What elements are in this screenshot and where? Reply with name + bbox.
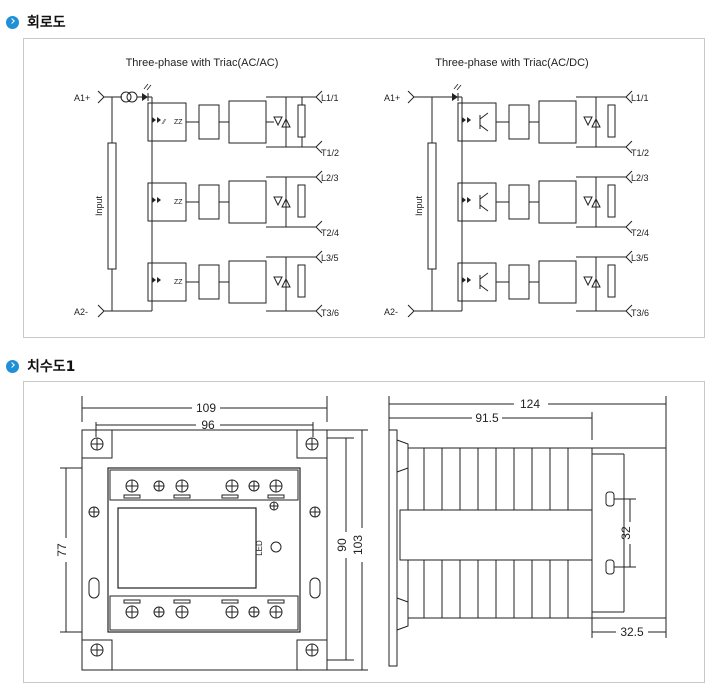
terminal-a2: A2- bbox=[384, 307, 398, 317]
dim-mount: 32 bbox=[619, 526, 633, 540]
section-title-circuit: 회로도 bbox=[6, 12, 66, 32]
terminal-l3: L3/5 bbox=[321, 253, 339, 263]
circuit-diagram-svg: Three-phase with Triac(AC/AC) A1+ Input … bbox=[74, 57, 649, 318]
dim-height-outer: 103 bbox=[351, 535, 365, 555]
dimension-drawing-svg: 109 96 77 90 103 LED bbox=[55, 396, 667, 671]
terminal-t1: T1/2 bbox=[631, 148, 649, 158]
terminal-a1: A1+ bbox=[74, 93, 90, 103]
svg-text:⁄⁄: ⁄⁄ bbox=[161, 119, 167, 126]
terminal-t1: T1/2 bbox=[321, 148, 339, 158]
circuit-ac-ac: Three-phase with Triac(AC/AC) A1+ Input … bbox=[74, 57, 339, 318]
chevron-right-icon bbox=[6, 359, 19, 373]
terminal-a1: A1+ bbox=[384, 93, 400, 103]
circuit-ac-dc: Three-phase with Triac(AC/DC) A1+ Input … bbox=[384, 57, 649, 318]
dim-bottom: 32.5 bbox=[620, 625, 644, 639]
terminal-l1: L1/1 bbox=[321, 93, 339, 103]
terminal-t2: T2/4 bbox=[321, 228, 339, 238]
led-label: LED bbox=[255, 540, 264, 556]
terminal-a2: A2- bbox=[74, 307, 88, 317]
side-view bbox=[388, 396, 667, 667]
front-view bbox=[60, 396, 368, 671]
terminal-l1: L1/1 bbox=[631, 93, 649, 103]
dim-width-outer: 109 bbox=[196, 401, 216, 415]
dim-depth-body: 91.5 bbox=[475, 411, 499, 425]
input-label: Input bbox=[94, 195, 104, 216]
chevron-right-icon bbox=[6, 15, 19, 29]
dim-width-inner: 96 bbox=[201, 418, 215, 432]
diagram-title: Three-phase with Triac(AC/AC) bbox=[126, 57, 279, 69]
terminal-l3: L3/5 bbox=[631, 253, 649, 263]
terminal-l2: L2/3 bbox=[321, 173, 339, 183]
svg-text:ZZ: ZZ bbox=[174, 199, 183, 206]
diagram-title: Three-phase with Triac(AC/DC) bbox=[435, 57, 588, 69]
terminal-t2: T2/4 bbox=[631, 228, 649, 238]
svg-text:ZZ: ZZ bbox=[174, 279, 183, 286]
dimension-drawing-panel: 109 96 77 90 103 LED bbox=[23, 381, 705, 683]
circuit-diagram-panel: Three-phase with Triac(AC/AC) A1+ Input … bbox=[23, 38, 705, 338]
dim-height-inner: 90 bbox=[335, 538, 349, 552]
section-title-dimensions: 치수도1 bbox=[6, 356, 75, 376]
terminal-t3: T3/6 bbox=[321, 308, 339, 318]
terminal-l2: L2/3 bbox=[631, 173, 649, 183]
input-label: Input bbox=[414, 195, 424, 216]
dim-height-left: 77 bbox=[55, 543, 69, 557]
dim-depth-total: 124 bbox=[520, 397, 540, 411]
svg-text:ZZ: ZZ bbox=[174, 119, 183, 126]
terminal-t3: T3/6 bbox=[631, 308, 649, 318]
